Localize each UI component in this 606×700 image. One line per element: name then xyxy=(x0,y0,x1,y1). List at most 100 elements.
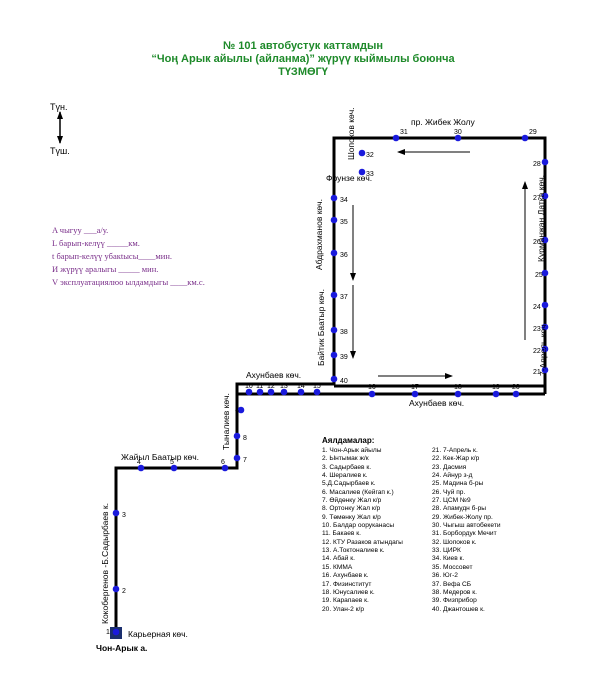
stop-number-16: 16 xyxy=(368,384,376,391)
stop-number-17: 17 xyxy=(411,384,419,391)
stop-marker-31 xyxy=(392,134,400,142)
stop-marker-3 xyxy=(112,509,120,517)
stop-number-32: 32 xyxy=(366,152,374,159)
legend-item-5: 5.Д.Садырбаев к. xyxy=(322,480,376,488)
title-line-3: ТҮЗМӨГҮ xyxy=(278,66,328,78)
stop-marker-34 xyxy=(330,194,338,202)
legend-item-34: 34. Киев к. xyxy=(432,555,465,563)
stop-marker-18 xyxy=(454,390,462,398)
legend-item-10: 10. Балдар ооруканасы xyxy=(322,522,395,530)
legend-item-14: 14. Абай к. xyxy=(322,555,355,563)
legend-item-1: 1. Чон-Арык айылы xyxy=(322,447,382,454)
stop-number-36: 36 xyxy=(340,252,348,259)
stop-marker-15 xyxy=(313,388,321,396)
legend-title: Аялдамалар: xyxy=(322,436,375,445)
legend-item-3: 3. Садырбаев к. xyxy=(322,463,372,471)
south-label: Түш. xyxy=(50,146,70,156)
stop-marker-38 xyxy=(330,326,338,334)
legend-item-28: 28. Апамудн б-ры xyxy=(432,505,487,513)
stop-number-15: 15 xyxy=(313,383,321,390)
legend-item-20: 20. Улан-2 к/р xyxy=(322,605,364,613)
stop-marker-40 xyxy=(330,375,338,383)
stop-marker-23 xyxy=(541,323,549,331)
legend-item-31: 31. Борбордук Мечит xyxy=(432,530,497,538)
stop-marker-21 xyxy=(541,366,549,374)
stop-marker-26 xyxy=(541,236,549,244)
stop-number-22: 22 xyxy=(533,348,541,355)
legend-item-7: 7. Өйдөнку Жал к/р xyxy=(322,497,382,505)
stop-number-30: 30 xyxy=(454,129,462,136)
stop-marker-19 xyxy=(492,390,500,398)
stop-marker-30 xyxy=(454,134,462,142)
stop-number-14: 14 xyxy=(297,383,305,390)
title-line-1: № 101 автобустук каттамдын xyxy=(222,40,384,52)
legend-item-15: 15. КММА xyxy=(322,563,353,571)
stop-marker-36 xyxy=(330,249,338,257)
info-distance: L барып-келүү _____км. xyxy=(52,238,140,248)
legend-item-25: 25. Мадина б-ры xyxy=(432,480,484,488)
legend-item-32: 32. Шопоков к. xyxy=(432,538,477,546)
street-tynaliev: Тыналиев көч. xyxy=(221,393,231,450)
stop-number-13: 13 xyxy=(280,383,288,390)
legend-item-37: 37. Вефа СБ xyxy=(432,580,472,588)
stop-number-40: 40 xyxy=(340,378,348,385)
stop-marker-14 xyxy=(297,388,305,396)
stop-number-1: 1 xyxy=(106,629,110,636)
legend-item-24: 24. Айнур з-д xyxy=(432,472,473,480)
stop-marker-11 xyxy=(256,388,264,396)
stop-marker-37 xyxy=(330,291,338,299)
stop-number-3: 3 xyxy=(122,512,126,519)
stop-number-2: 2 xyxy=(122,588,126,595)
street-jaiyl: Жайыл Баатыр көч. xyxy=(121,452,200,462)
stop-marker-22 xyxy=(541,345,549,353)
legend-item-40: 40. Джантошев к. xyxy=(432,605,485,613)
legend-item-27: 27. ЦСМ №9 xyxy=(432,497,471,505)
stop-number-11: 11 xyxy=(256,383,263,390)
legend-item-36: 36. Юг-2 xyxy=(432,572,458,580)
stop-marker-24 xyxy=(541,301,549,309)
street-aprel: 7-Апрель көч. xyxy=(538,322,548,376)
stop-marker-9 xyxy=(237,406,245,414)
legend-item-35: 35. Моссовет xyxy=(432,563,473,571)
stop-number-33: 33 xyxy=(366,171,374,178)
info-departure: A чыгуу ___а/у. xyxy=(52,225,109,235)
stop-marker-10 xyxy=(245,388,253,396)
legend-item-11: 11. Бакаев к. xyxy=(322,530,361,538)
stop-marker-12 xyxy=(267,388,275,396)
stop-marker-8 xyxy=(233,432,241,440)
street-kokobergenov: Кокобергенов -Б.Садырбаев к. xyxy=(100,502,110,624)
stop-number-37: 37 xyxy=(340,294,348,301)
stop-number-7: 7 xyxy=(243,457,247,464)
legend-item-26: 26. Чуй пр. xyxy=(432,488,466,496)
street-kurmanjan: Курманжан Датка көч. xyxy=(536,175,546,262)
stop-number-20: 20 xyxy=(512,384,520,391)
legend-item-19: 19. Карапаев к. xyxy=(322,597,369,605)
info-time: t барып-келүү убакtысы____мин. xyxy=(52,251,173,261)
stop-marker-2 xyxy=(112,585,120,593)
stop-number-26: 26 xyxy=(533,239,541,246)
stop-number-28: 28 xyxy=(533,161,541,168)
stop-number-9: 9 xyxy=(235,409,239,416)
street-jibek-jolu: пр. Жибек Жолу xyxy=(411,117,475,127)
stop-number-35: 35 xyxy=(340,219,348,226)
street-akhunbaev-lower: Ахунбаев көч. xyxy=(409,398,465,408)
street-karernaya: Карьерная көч. xyxy=(128,629,188,639)
stop-number-38: 38 xyxy=(340,329,348,336)
legend-item-21: 21. 7-Апрель к. xyxy=(432,447,478,454)
legend-item-16: 16. Ахунбаев к. xyxy=(322,572,369,580)
stop-marker-32 xyxy=(358,149,366,157)
terminal-label: Чон-Арык а. xyxy=(96,643,148,653)
info-speed: V эксплуатациялюо ылдамдыгы ____км.с. xyxy=(52,277,205,287)
legend-item-4: 4. Шералиев к. xyxy=(322,472,368,480)
legend-item-23: 23. Дасмия xyxy=(432,463,467,471)
stop-marker-28 xyxy=(541,158,549,166)
stop-marker-20 xyxy=(512,390,520,398)
stop-marker-13 xyxy=(280,388,288,396)
stop-marker-17 xyxy=(411,390,419,398)
stop-marker-4 xyxy=(137,464,145,472)
stop-marker-25 xyxy=(541,269,549,277)
stop-number-10: 10 xyxy=(245,383,253,390)
